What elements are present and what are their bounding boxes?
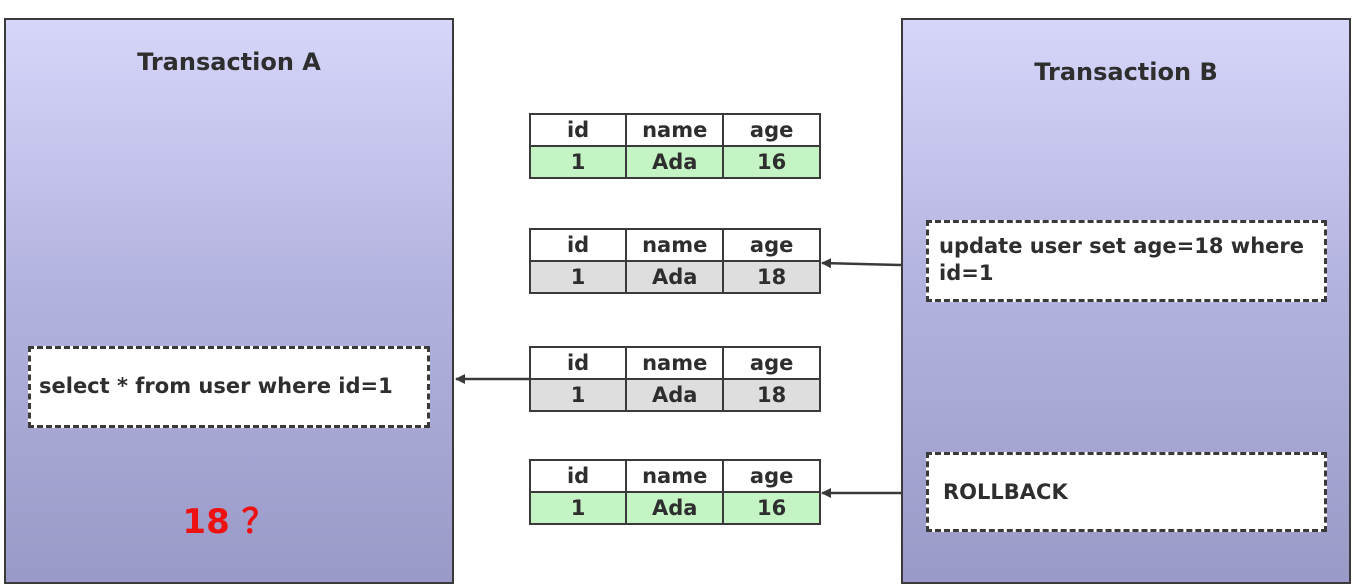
transaction-b-title: Transaction B [1034, 58, 1218, 86]
transaction-a-panel: Transaction A 18 ？ [4, 18, 454, 584]
cell-id: 1 [528, 260, 628, 294]
column-header-age: age [722, 346, 821, 380]
table-state-2: id name age 1 Ada 18 [528, 228, 821, 294]
cell-name: Ada [625, 491, 725, 525]
column-header-name: name [625, 113, 725, 147]
cell-name: Ada [625, 260, 725, 294]
table-state-4: id name age 1 Ada 16 [528, 459, 821, 525]
rollback-box: ROLLBACK [926, 452, 1327, 532]
select-query-box: select * from user where id=1 [28, 346, 430, 428]
cell-id: 1 [528, 145, 628, 179]
table-state-3: id name age 1 Ada 18 [528, 346, 821, 412]
cell-id: 1 [528, 491, 628, 525]
transaction-a-title: Transaction A [137, 48, 321, 76]
cell-age: 16 [722, 145, 821, 179]
table-row: 1 Ada 16 [528, 145, 821, 179]
cell-age: 18 [722, 260, 821, 294]
column-header-age: age [722, 113, 821, 147]
column-header-id: id [528, 459, 628, 493]
column-header-id: id [528, 113, 628, 147]
update-query-box: update user set age=18 where id=1 [926, 220, 1327, 302]
column-header-name: name [625, 346, 725, 380]
column-header-name: name [625, 228, 725, 262]
table-row: 1 Ada 18 [528, 378, 821, 412]
table-state-1: id name age 1 Ada 16 [528, 113, 821, 179]
cell-name: Ada [625, 378, 725, 412]
result-question: 18 ？ [182, 502, 276, 542]
cell-age: 18 [722, 378, 821, 412]
column-header-age: age [722, 228, 821, 262]
cell-name: Ada [625, 145, 725, 179]
table-row: 1 Ada 16 [528, 491, 821, 525]
column-header-id: id [528, 346, 628, 380]
update-arrow [821, 258, 902, 269]
column-header-id: id [528, 228, 628, 262]
cell-id: 1 [528, 378, 628, 412]
column-header-name: name [625, 459, 725, 493]
table-row: 1 Ada 18 [528, 260, 821, 294]
cell-age: 16 [722, 491, 821, 525]
column-header-age: age [722, 459, 821, 493]
